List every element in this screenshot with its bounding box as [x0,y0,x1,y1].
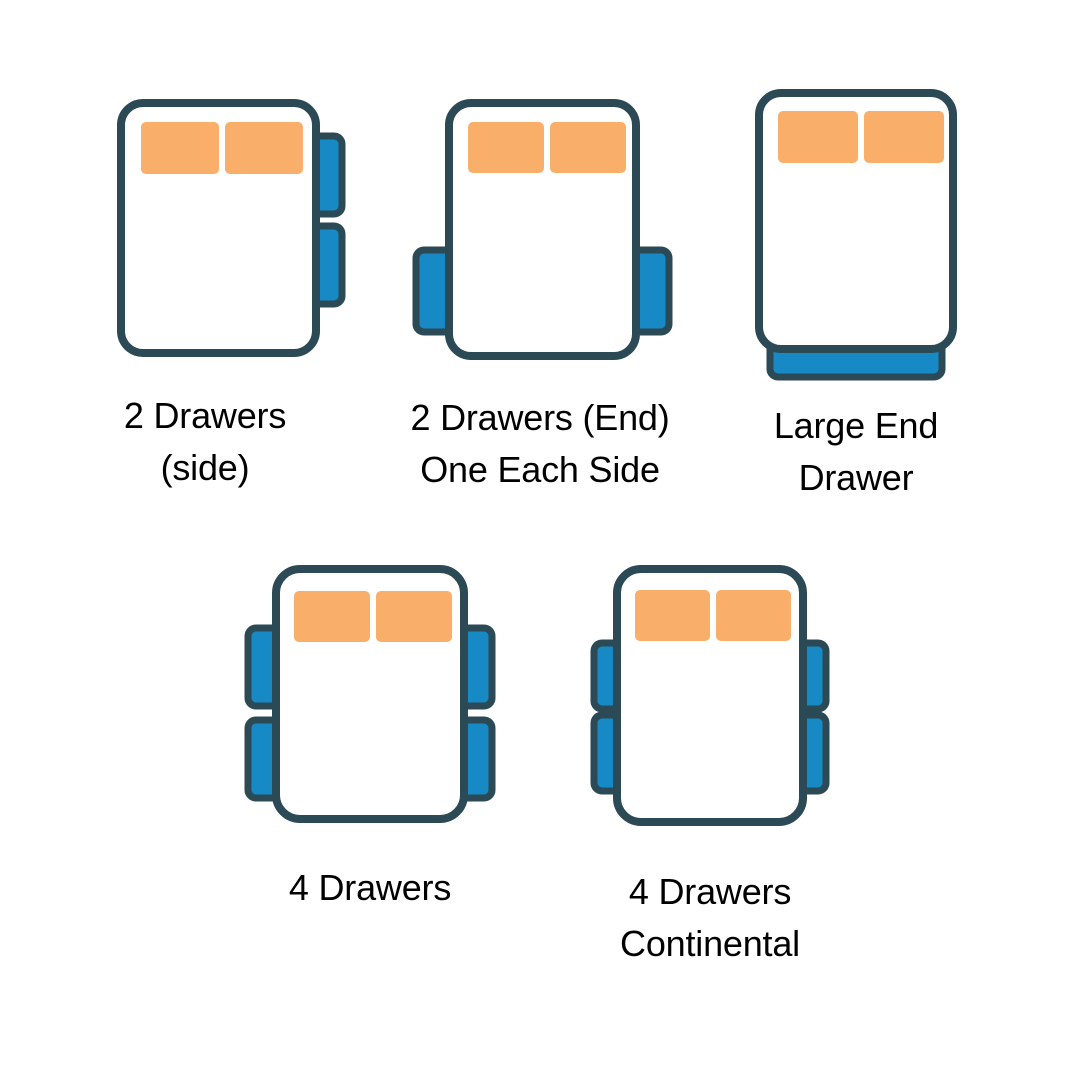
caption-four-drawers: 4 Drawers [288,867,452,908]
pillow-icon [376,591,452,642]
caption-four-drawers-continental: 4 Drawers Continental [620,871,800,965]
pillow-icon [716,590,791,641]
bed-diagram-four-drawers [244,565,496,823]
pillow-icon [468,122,544,173]
bed-option-two-drawers-end[interactable] [405,92,680,367]
bed-diagram-two-drawers-end [412,99,673,360]
bed-option-two-drawers-side[interactable] [110,92,355,367]
bed-option-large-end-drawer[interactable] [748,82,963,387]
caption-two-drawers-side: 2 Drawers (side) [123,395,287,489]
pillow-icon [294,591,370,642]
pillow-icon [225,122,303,174]
pillow-icon [778,111,858,163]
pillow-icon [550,122,626,173]
bed-option-four-drawers-continental[interactable] [580,558,840,833]
pillow-icon [141,122,219,174]
caption-large-end-drawer: Large End Drawer [773,405,939,499]
bed-diagram-two-drawers-side [117,99,346,357]
pillow-icon [864,111,944,163]
caption-two-drawers-end: 2 Drawers (End) One Each Side [410,397,670,491]
bed-option-four-drawers[interactable] [240,558,500,828]
bed-diagram-large-end-drawer [755,89,957,381]
bed-diagram-four-drawers-continental [590,565,830,826]
pillow-icon [635,590,710,641]
